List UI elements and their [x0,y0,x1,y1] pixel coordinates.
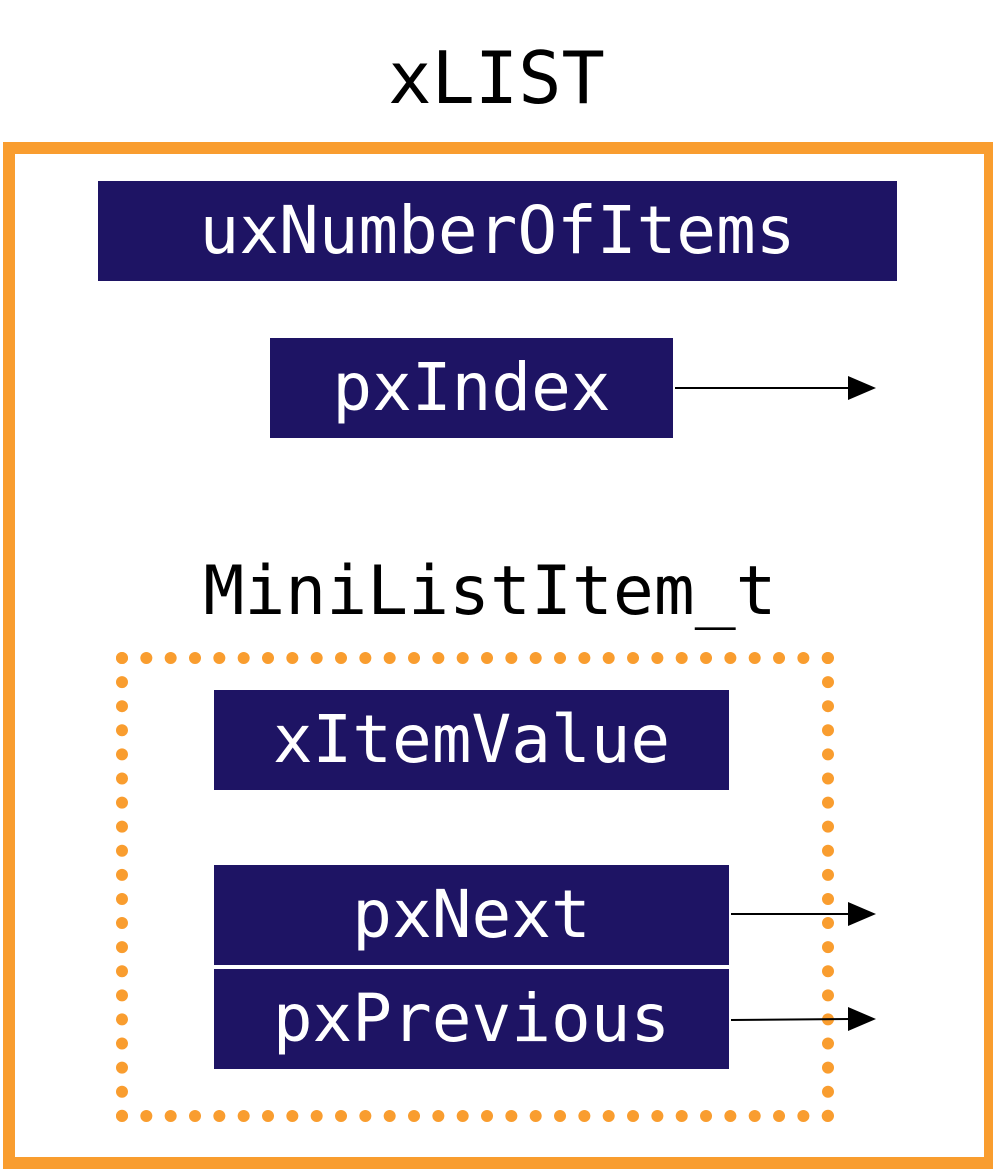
ux-number-of-items-field: uxNumberOfItems [98,181,897,281]
xlist-container [3,142,993,1169]
mini-list-item-container [116,652,834,1122]
mini-list-item-title: MiniListItem_t [203,552,777,631]
x-item-value-field: xItemValue [214,690,729,790]
px-next-field: pxNext [214,865,729,965]
xlist-title: xLIST [388,36,605,120]
px-index-field: pxIndex [270,338,673,438]
px-previous-field: pxPrevious [214,969,729,1069]
